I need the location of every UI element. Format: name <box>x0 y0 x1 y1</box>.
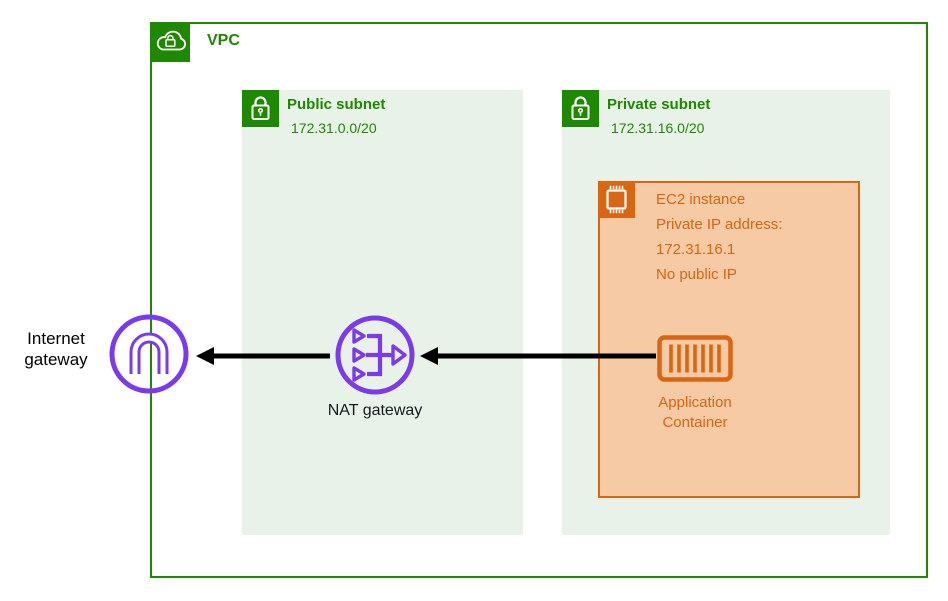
internet-gateway-label-line2: gateway <box>24 350 88 369</box>
nat-gateway-label: NAT gateway <box>327 402 423 419</box>
private-subnet-lock-icon <box>562 90 599 127</box>
public-subnet-lock-icon <box>242 90 279 127</box>
vpc-cloud-lock-icon <box>150 22 190 62</box>
public-subnet-label: Public subnet <box>287 96 386 113</box>
ec2-chip-icon <box>598 181 635 218</box>
private-subnet-cidr: 172.31.16.0/20 <box>611 120 705 136</box>
application-container-label-line2: Container <box>662 414 728 431</box>
application-container-label: Application Container <box>615 393 775 433</box>
internet-gateway-icon <box>107 312 191 396</box>
nat-gateway-icon <box>333 313 417 397</box>
public-subnet-box <box>242 90 523 535</box>
private-subnet-label: Private subnet <box>607 96 711 113</box>
vpc-label: VPC <box>207 32 240 49</box>
ec2-title: EC2 instance <box>656 191 746 208</box>
ec2-private-ip-label: Private IP address: <box>656 216 783 233</box>
internet-gateway-label: Internet gateway <box>6 328 106 370</box>
internet-gateway-label-line1: Internet <box>27 329 85 348</box>
application-container-label-line1: Application <box>658 394 732 411</box>
ec2-instance-text: EC2 instance Private IP address: 172.31.… <box>656 187 782 287</box>
application-container-icon <box>657 335 733 382</box>
ec2-private-ip-value: 172.31.16.1 <box>656 241 736 258</box>
ec2-no-public-ip: No public IP <box>656 266 737 283</box>
vpc-boundary-box <box>150 22 928 578</box>
public-subnet-cidr: 172.31.0.0/20 <box>291 120 377 136</box>
